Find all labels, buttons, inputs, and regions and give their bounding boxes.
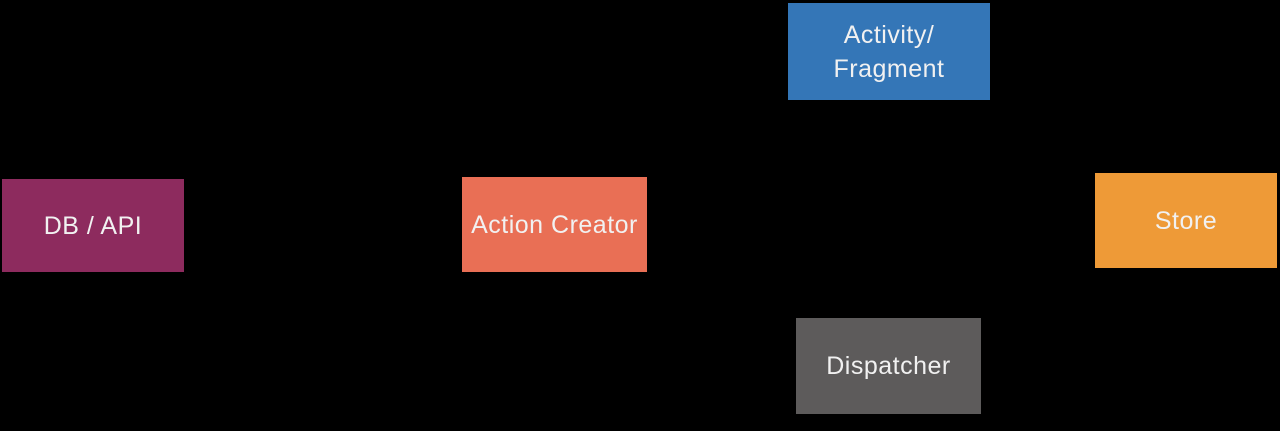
node-dispatcher: Dispatcher bbox=[796, 318, 981, 414]
node-activity-fragment-label-line2: Fragment bbox=[833, 54, 945, 83]
node-db-api: DB / API bbox=[2, 179, 184, 272]
node-db-api-label: DB / API bbox=[43, 211, 143, 240]
node-action-creator: Action Creator bbox=[462, 177, 647, 272]
node-action-creator-label: Action Creator bbox=[471, 210, 638, 239]
node-store-label: Store bbox=[1154, 206, 1218, 235]
node-activity-fragment-label-line1: Activity/ bbox=[843, 20, 935, 49]
node-activity-fragment: Activity/ Fragment bbox=[788, 3, 990, 100]
node-dispatcher-label: Dispatcher bbox=[826, 352, 951, 380]
node-store: Store bbox=[1095, 173, 1277, 268]
